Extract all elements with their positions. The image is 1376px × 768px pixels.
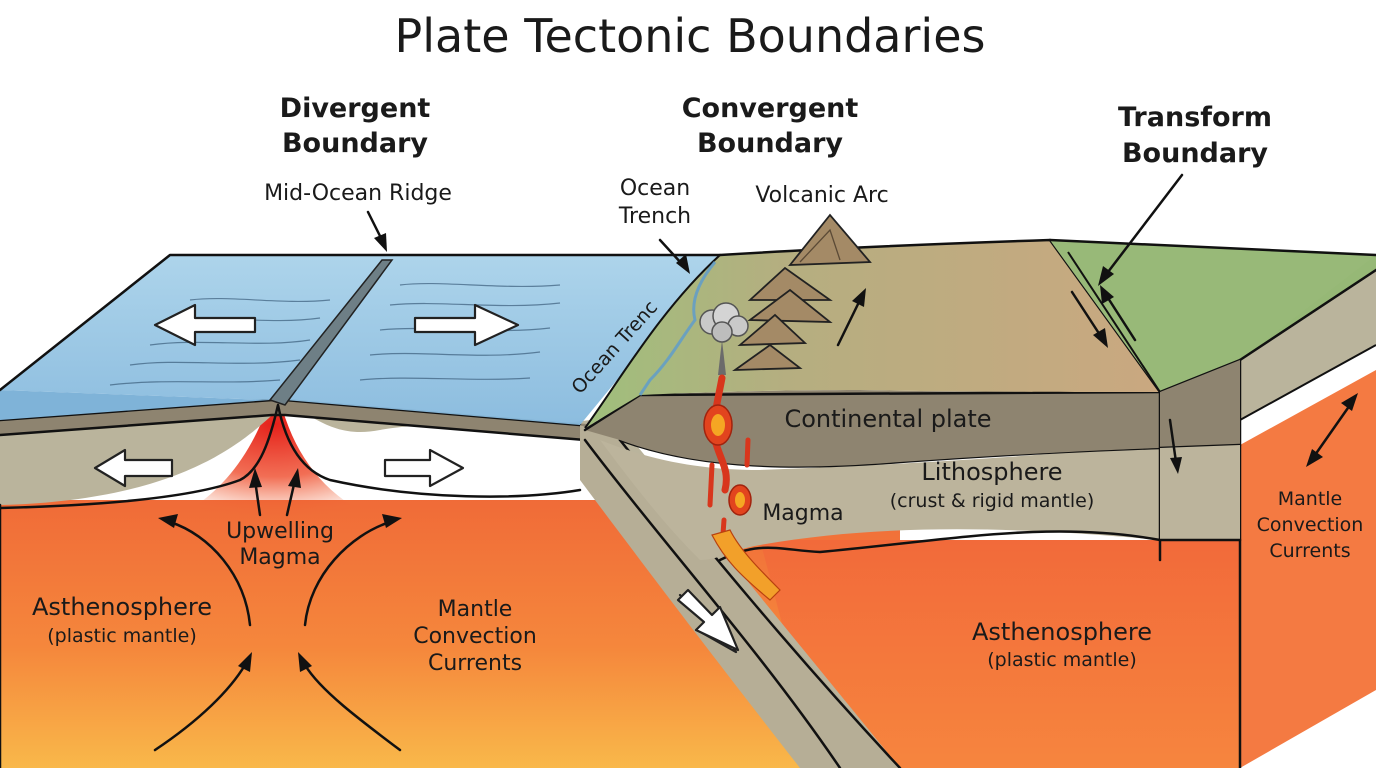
plate-motion-arrow-right-top: [413, 303, 520, 347]
divergent-heading-1: Divergent: [280, 93, 431, 124]
convergent-heading-1: Convergent: [682, 93, 859, 124]
label-ocean-trench-1: Ocean: [620, 176, 690, 201]
ridge-crest: [268, 259, 394, 406]
continental-plate: [585, 390, 1160, 467]
label-asthenosphere-right-sub: (plastic mantle): [987, 649, 1137, 671]
label-upwelling-1: Upwelling: [226, 519, 334, 544]
label-mantle-right-3: Currents: [1269, 540, 1350, 562]
upwelling-arrows: [153, 468, 402, 752]
label-lithosphere: Lithosphere: [921, 458, 1062, 486]
land-surface: [585, 240, 1160, 428]
magma-channel: [703, 374, 781, 601]
label-mid-ocean-ridge: Mid-Ocean Ridge: [264, 181, 452, 206]
plate-motion-arrow-left-top: [153, 303, 257, 347]
label-asthenosphere-left: Asthenosphere: [32, 593, 212, 621]
label-volcanic-arc: Volcanic Arc: [755, 183, 888, 208]
label-upwelling-2: Magma: [239, 545, 320, 570]
volcano-plume-icon: [699, 302, 749, 375]
convergent-heading-2: Boundary: [697, 128, 843, 159]
volcanic-arc-mountains: [732, 213, 872, 371]
transform-heading-2: Boundary: [1122, 138, 1268, 169]
label-asthenosphere-left-sub: (plastic mantle): [47, 625, 197, 647]
transform-heading-1: Transform: [1118, 102, 1272, 133]
label-mantle-right-1: Mantle: [1278, 488, 1343, 510]
continental-lithosphere: [600, 440, 1160, 560]
right-side-face: [1240, 370, 1376, 768]
plate-motion-arrow-left-mid: [93, 448, 174, 488]
transform-motion-arrows: [1070, 285, 1358, 474]
ocean-surface: [0, 255, 720, 425]
label-asthenosphere-right: Asthenosphere: [972, 618, 1152, 646]
pointer-arrows: [366, 173, 1184, 347]
label-continental-plate: Continental plate: [784, 405, 991, 433]
upwelling-hot-zone: [170, 400, 380, 520]
label-mantle-mid-3: Currents: [428, 651, 522, 676]
label-magma: Magma: [762, 501, 843, 526]
label-mantle-right-2: Convection: [1257, 514, 1364, 536]
plate-motion-arrow-right-mid: [383, 448, 465, 488]
label-lithosphere-sub: (crust & rigid mantle): [890, 490, 1095, 512]
label-ocean-trench-2: Trench: [618, 204, 691, 229]
divergent-heading-2: Boundary: [282, 128, 428, 159]
right-side-lithosphere: [1240, 270, 1376, 420]
page-title: Plate Tectonic Boundaries: [395, 9, 986, 63]
subduction-arrow: [676, 588, 740, 654]
asthenosphere-right: [760, 540, 1240, 768]
label-mantle-mid-2: Convection: [413, 624, 537, 649]
label-mantle-mid-1: Mantle: [438, 597, 513, 622]
